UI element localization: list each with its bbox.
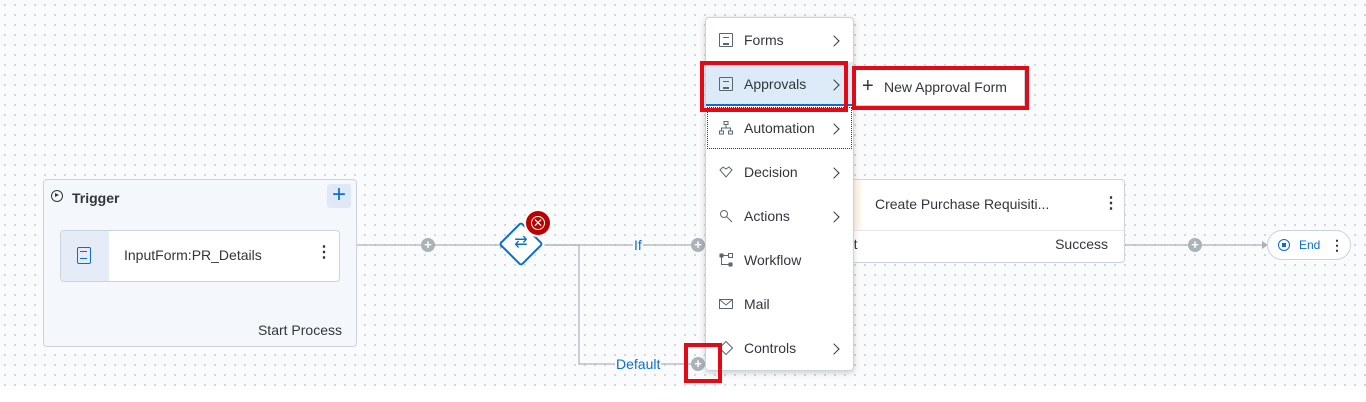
branch-icon: ⇄ [514,234,528,251]
controls-icon [719,341,733,355]
trigger-form-card[interactable]: InputForm:PR_Details ⋮ [60,230,340,282]
canvas-footer [0,386,1366,402]
add-step-if-button[interactable]: + [691,238,705,252]
stop-icon [1278,239,1290,251]
more-options-icon[interactable]: ⋮ [316,244,332,261]
menu-item-label: Mail [744,296,770,312]
activity-accent [853,180,861,230]
plus-icon: + [862,75,874,97]
menu-item-forms[interactable]: Forms [706,18,853,62]
menu-item-label: Approvals [744,76,807,92]
menu-item-label: Decision [744,164,798,180]
automation-hierarchy-icon [719,121,733,135]
chevron-right-icon [828,123,840,135]
end-label: End [1299,238,1321,252]
workflow-icon [719,253,733,267]
chevron-right-icon [828,167,840,179]
form-icon [77,247,91,264]
menu-item-workflow[interactable]: Workflow [706,238,853,282]
end-node[interactable]: End ⋮ [1267,230,1351,260]
menu-item-label: Automation [744,120,815,136]
activity-card[interactable]: Create Purchase Requisiti... ⋮ rt Succes… [822,179,1125,263]
trigger-title: Trigger [72,190,120,206]
trigger-card[interactable]: Trigger + InputForm:PR_Details ⋮ Start P… [43,179,357,347]
menu-item-controls[interactable]: Controls [706,326,853,370]
default-branch-label[interactable]: Default [615,356,662,372]
menu-item-label: Forms [744,32,784,48]
activity-more-icon[interactable]: ⋮ [1103,195,1119,212]
chevron-right-icon [828,211,840,223]
menu-item-label: Controls [744,340,797,356]
chevron-right-icon [828,79,840,91]
play-icon [51,190,63,202]
form-icon-container [61,231,109,281]
menu-item-automation[interactable]: Automation [706,106,853,150]
add-step-default-button[interactable]: + [691,357,705,371]
approvals-submenu[interactable]: + New Approval Form [855,68,1025,106]
add-trigger-button[interactable]: + [327,183,351,208]
menu-item-label: Workflow [744,252,802,268]
end-more-icon[interactable]: ⋮ [1330,237,1344,253]
add-step-menu: Forms Approvals Automation Decision Acti… [705,17,854,371]
add-step-button[interactable]: + [421,238,435,252]
approval-form-icon [719,77,733,91]
chevron-right-icon [828,343,840,355]
trigger-form-label: InputForm:PR_Details [124,247,262,263]
actions-icon [720,210,733,223]
menu-item-mail[interactable]: Mail [706,282,853,326]
error-icon[interactable]: ✕ [524,209,552,237]
activity-success-label: Success [1055,236,1108,252]
chevron-right-icon [828,35,840,47]
activity-divider [823,230,1124,231]
if-branch-label[interactable]: If [633,237,643,253]
menu-item-actions[interactable]: Actions [706,194,853,238]
menu-item-label: Actions [744,208,790,224]
activity-title: Create Purchase Requisiti... [875,196,1050,212]
menu-item-decision[interactable]: Decision [706,150,853,194]
decision-handshake-icon [719,166,733,178]
new-approval-form-option[interactable]: New Approval Form [884,79,1007,95]
add-step-before-end-button[interactable]: + [1188,238,1202,252]
start-process-label: Start Process [257,322,342,338]
form-icon [719,33,733,47]
mail-icon [719,299,733,309]
menu-item-approvals[interactable]: Approvals [706,62,853,106]
